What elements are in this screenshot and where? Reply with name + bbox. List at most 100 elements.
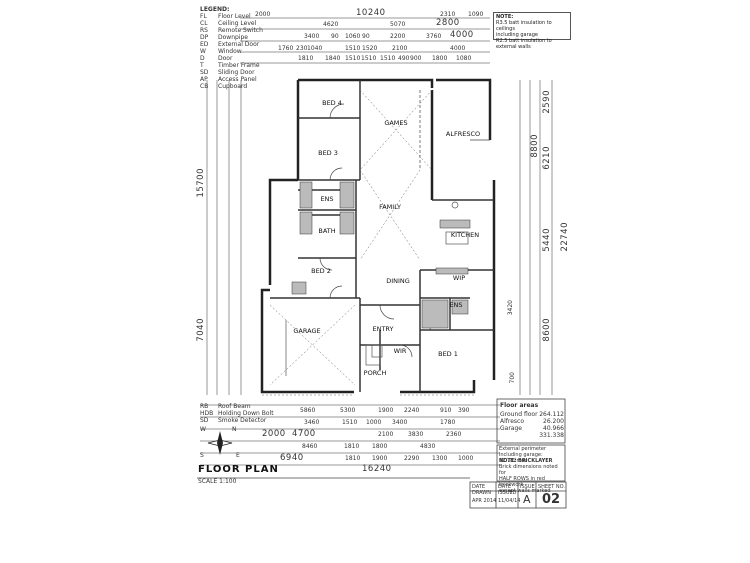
top-dim: 230 <box>296 45 308 52</box>
top-dim: 4620 <box>323 21 339 28</box>
top-dim: 2100 <box>392 45 408 52</box>
area-row: Garage 40.966 <box>500 425 564 432</box>
top-dim: 1060 <box>345 33 361 40</box>
legend-item: RS Remote Switch <box>200 27 263 34</box>
insulation-note-line: including garage <box>496 32 538 38</box>
top-dim: 1800 <box>432 55 448 62</box>
legend-code: ED <box>200 41 209 48</box>
bottom-dim: 2100 <box>378 431 394 438</box>
bottom-dim: 4700 <box>292 429 316 439</box>
top-dim: 1510 <box>345 45 361 52</box>
legend-desc: Ceiling Level <box>218 20 257 27</box>
legend-code: RS <box>200 27 208 34</box>
area-label: Ground floor <box>500 411 538 418</box>
legend-desc: External Door <box>218 41 260 48</box>
legend-code: D <box>200 55 205 62</box>
legend-item: SD Sliding Door <box>200 69 263 76</box>
bottom-dim: 3460 <box>304 419 320 426</box>
bottom-dim: 910 <box>440 407 452 414</box>
top-dim: 1840 <box>325 55 341 62</box>
insulation-note-line: R2.5 batt insulation to external walls <box>496 38 552 50</box>
tb-date-issued: 11/04/14 <box>498 498 521 504</box>
top-dim: 1510 <box>345 55 361 62</box>
insulation-note: NOTE: R3.5 batt insulation to ceilings i… <box>493 12 571 50</box>
legend-desc: Smoke Detector <box>218 417 267 424</box>
legend-code: CB <box>200 83 209 90</box>
bottom-dim: 1810 <box>344 443 360 450</box>
bottom-dim: 1800 <box>372 443 388 450</box>
top-dim: 1810 <box>298 55 314 62</box>
room-label: BED 2 <box>311 267 331 275</box>
bottom-dim: 6940 <box>280 453 304 463</box>
top-dim: 1080 <box>456 55 472 62</box>
legend-desc: Window <box>218 48 242 55</box>
top-dim: 3400 <box>304 33 320 40</box>
room-label: FAMILY <box>379 203 401 211</box>
compass-icon <box>207 431 233 455</box>
room-label: BED 3 <box>318 149 338 157</box>
insulation-note-title: NOTE: <box>496 14 514 20</box>
top-dim: 2310 <box>440 11 456 18</box>
tb-sheet: 02 <box>542 492 561 507</box>
bottom-dim: 1000 <box>458 455 474 462</box>
insulation-note-line: R3.5 batt insulation to ceilings <box>496 20 552 32</box>
room-label: BATH <box>318 227 336 235</box>
legend-code: SD <box>200 69 209 76</box>
tb-header: DATE <box>498 484 512 490</box>
legend-desc: Cupboard <box>218 83 248 90</box>
legend-item: AP Access Panel <box>200 76 263 83</box>
legend-code: FL <box>200 13 207 20</box>
room-label: ALFRESCO <box>445 130 481 138</box>
tb-date-drawn: APR 2014 <box>472 498 497 504</box>
legend-code: AP <box>200 76 208 83</box>
legend-desc: Sliding Door <box>218 69 255 76</box>
legend-code: T <box>200 62 204 69</box>
bottom-dim: 1000 <box>366 419 382 426</box>
legend-desc: Access Panel <box>218 76 257 83</box>
brick-note-line: Brick dimensions noted for <box>499 464 558 476</box>
bottom-dim: 1900 <box>378 407 394 414</box>
bottom-dim: 2240 <box>404 407 420 414</box>
top-dim: 90 <box>362 33 370 40</box>
top-dim: 1520 <box>362 45 378 52</box>
compass-south: S <box>200 452 204 459</box>
top-dim: 5070 <box>390 21 406 28</box>
compass-east: E <box>236 452 240 459</box>
tb-sub: DRAWN <box>472 490 491 496</box>
area-row: 331.338 <box>500 432 564 439</box>
room-label: BED 1 <box>438 350 458 358</box>
top-dim: 4000 <box>450 45 466 52</box>
bottom-dim-total: 16240 <box>362 464 392 474</box>
brick-note-line: except walls marked <box>499 488 551 494</box>
legend-item: ED External Door <box>200 41 263 48</box>
room-label: ENS <box>320 195 334 203</box>
top-dim: 1510 <box>361 55 377 62</box>
room-label: PORCH <box>363 369 387 377</box>
area-value: 264.112 <box>539 411 564 418</box>
area-label: Garage <box>500 425 522 432</box>
tb-header: SHEET NO. <box>538 484 565 490</box>
top-dim: 2000 <box>255 11 271 18</box>
room-label: BED 4 <box>322 99 342 107</box>
brick-note-line: HALF ROWS in red brickwork <box>499 476 545 488</box>
legend-code: SD <box>200 417 209 424</box>
tb-sub: ISSUED <box>498 490 517 496</box>
area-table-title: Floor areas <box>500 402 539 409</box>
brick-note-title: NOTE: BRICKLAYER <box>499 458 553 464</box>
bottom-dim: 1300 <box>432 455 448 462</box>
legend-desc: Remote Switch <box>218 27 263 34</box>
area-value: 40.966 <box>543 425 564 432</box>
legend-code: DP <box>200 34 209 41</box>
legend-code: W <box>200 48 206 55</box>
legend-title: LEGEND: <box>200 6 230 13</box>
area-label: Alfresco <box>500 418 525 425</box>
top-dim: 900 <box>410 55 422 62</box>
compass-north: N <box>232 426 237 433</box>
